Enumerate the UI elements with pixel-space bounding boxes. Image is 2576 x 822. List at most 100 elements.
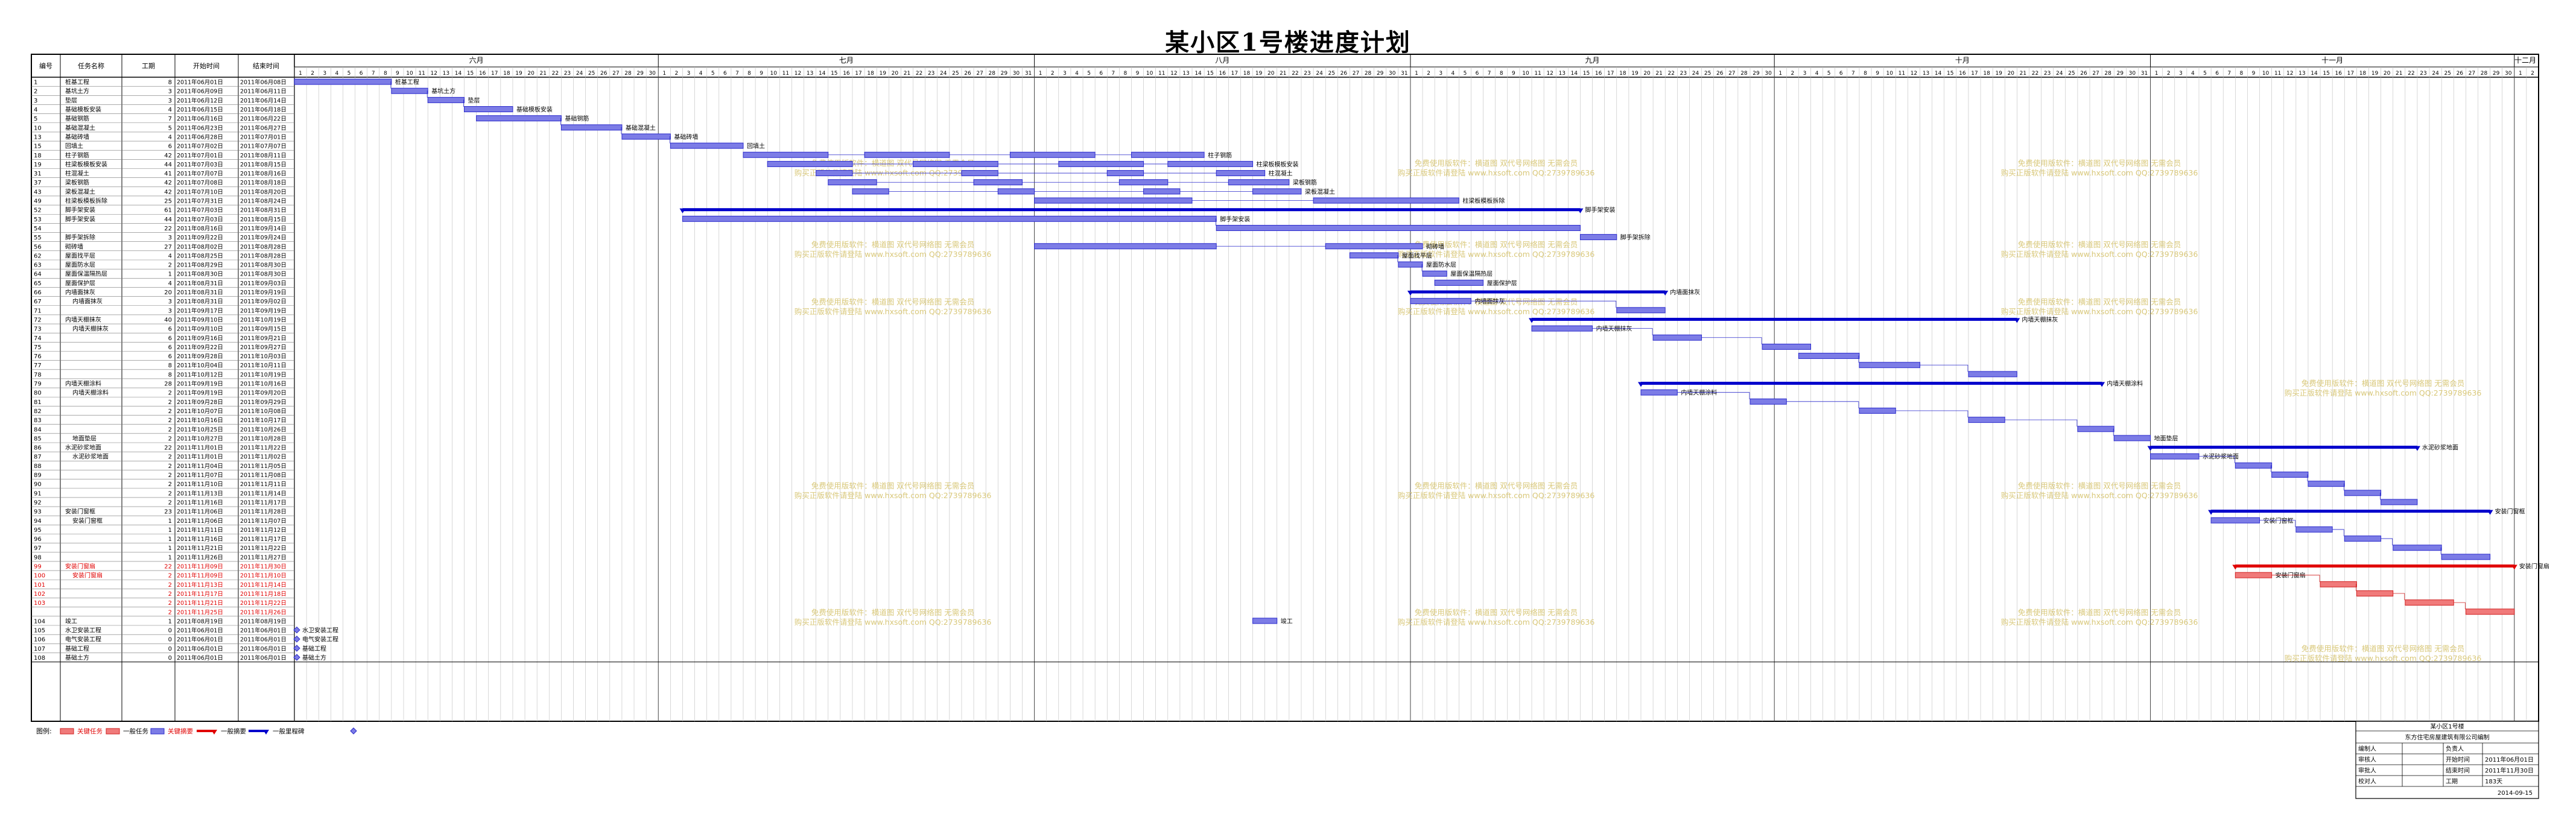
row-number: 99: [34, 564, 42, 571]
row-end-date: 2011年06月27日: [240, 124, 287, 131]
row-duration: 2: [168, 573, 172, 580]
summary-bar: [2235, 564, 2514, 568]
day-tick-label: 10: [770, 71, 778, 77]
day-tick-label: 16: [479, 71, 486, 77]
milestone-diamond: [293, 645, 300, 652]
row-end-date: 2011年06月11日: [240, 88, 287, 95]
day-tick-label: 4: [1075, 71, 1079, 77]
row-task-name: 屋面找平层: [65, 251, 95, 259]
task-bar: [1009, 151, 1096, 158]
row-task-name: 柱梁板模板拆除: [65, 197, 107, 205]
day-tick-label: 28: [624, 71, 632, 77]
day-tick-label: 23: [564, 71, 571, 77]
day-tick-label: 21: [539, 71, 546, 77]
day-tick-label: 5: [1464, 71, 1467, 77]
day-tick-label: 28: [2104, 71, 2111, 77]
row-start-date: 2011年07月03日: [177, 207, 223, 214]
task-bar: [2405, 599, 2454, 606]
row-number: 80: [34, 390, 42, 397]
row-start-date: 2011年06月16日: [177, 115, 223, 122]
summary-end-marker: [1577, 208, 1584, 213]
day-tick-label: 13: [1559, 71, 1566, 77]
row-task-name: 安装门窗框: [72, 517, 103, 525]
day-tick-label: 18: [1983, 71, 1990, 77]
info-box: [2355, 721, 2539, 799]
info-cell: 开始时间: [2446, 756, 2470, 764]
day-tick-label: 26: [2457, 71, 2464, 77]
row-end-date: 2011年08月15日: [240, 216, 287, 223]
day-tick-label: 30: [1013, 71, 1020, 77]
row-number: 101: [34, 582, 45, 589]
day-tick-label: 5: [1087, 71, 1091, 77]
watermark-line: 免费使用版软件：横道图 双代号网络图 无需会员: [811, 297, 974, 306]
row-number: 96: [34, 536, 42, 543]
row-number: 56: [34, 244, 42, 250]
row-end-date: 2011年09月03日: [240, 280, 287, 287]
info-cell: 编制人: [2358, 745, 2376, 753]
info-date: 2014-09-15: [2498, 790, 2533, 797]
row-number: 83: [34, 417, 42, 424]
row-number: 54: [34, 226, 42, 232]
row-start-date: 2011年06月12日: [177, 97, 223, 104]
row-end-date: 2011年09月19日: [240, 289, 287, 296]
row-start-date: 2011年09月22日: [177, 344, 223, 351]
dependency-line: [1701, 337, 1762, 344]
row-duration: 3: [168, 308, 172, 314]
day-tick-label: 13: [807, 71, 813, 77]
row-number: 93: [34, 509, 42, 516]
row-number: 84: [34, 426, 42, 433]
day-tick-label: 9: [1512, 71, 1515, 77]
row-start-date: 2011年06月01日: [177, 79, 223, 86]
row-number: 81: [34, 399, 42, 406]
day-tick-label: 24: [2432, 71, 2439, 77]
day-tick-label: 19: [880, 71, 887, 77]
watermark-line: 免费使用版软件：横道图 双代号网络图 无需会员: [811, 608, 974, 617]
bar-label: 基础混凝土: [626, 124, 656, 131]
day-tick-label: 16: [2335, 71, 2342, 77]
row-end-date: 2011年09月19日: [240, 307, 287, 314]
day-tick-label: 5: [711, 71, 715, 77]
row-start-date: 2011年09月22日: [177, 234, 223, 241]
info-project: 某小区1号楼: [2430, 722, 2464, 730]
dependency-line: [2259, 520, 2296, 527]
row-task-name: 基础砖墙: [65, 133, 89, 141]
summary-end-marker: [2487, 510, 2493, 515]
legend-item: 一般摘要: [221, 727, 246, 735]
bar-label: 垫层: [468, 96, 480, 104]
task-bar: [1118, 179, 1169, 186]
bar-label: 基础工程: [302, 645, 326, 653]
row-task-name: 垫层: [65, 96, 77, 104]
day-tick-label: 2: [675, 71, 679, 77]
row-duration: 8: [168, 371, 172, 378]
watermark-line: 购买正版软件请登陆 www.hxsoft.com QQ:2739789636: [795, 250, 992, 259]
row-end-date: 2011年09月14日: [240, 225, 287, 232]
task-bar: [816, 170, 853, 177]
bar-label: 水泥砂浆地面: [2422, 444, 2458, 452]
dependency-line: [2198, 456, 2235, 463]
row-start-date: 2011年11月06日: [177, 517, 223, 525]
bar-label: 水泥砂浆地面: [2203, 453, 2239, 461]
row-duration: 2: [168, 472, 172, 479]
row-duration: 1: [168, 618, 172, 625]
row-start-date: 2011年11月21日: [177, 545, 223, 552]
row-task-name: 水泥砂浆地面: [65, 444, 101, 452]
day-tick-label: 22: [2032, 71, 2038, 77]
bar-label: 内墙天棚涂料: [1681, 389, 1717, 397]
row-end-date: 2011年08月18日: [240, 179, 287, 186]
row-start-date: 2011年10月04日: [177, 362, 223, 369]
day-tick-label: 12: [431, 71, 437, 77]
day-tick-label: 8: [2239, 71, 2243, 77]
task-bar: [670, 142, 744, 149]
watermark-line: 免费使用版软件：横道图 双代号网络图 无需会员: [2302, 644, 2464, 653]
row-number: 62: [34, 253, 42, 259]
task-bar: [1859, 362, 1920, 368]
row-task-name: 水卫安装工程: [65, 627, 101, 634]
day-tick-label: 13: [2298, 71, 2305, 77]
row-task-name: 安装门窗框: [65, 508, 95, 516]
day-tick-label: 27: [2469, 71, 2475, 77]
row-duration: 25: [164, 198, 172, 205]
day-tick-label: 22: [552, 71, 559, 77]
row-duration: 2: [168, 481, 172, 488]
month-label: 九月: [1585, 56, 1600, 65]
legend-milestone-summary-marker: [263, 730, 269, 735]
